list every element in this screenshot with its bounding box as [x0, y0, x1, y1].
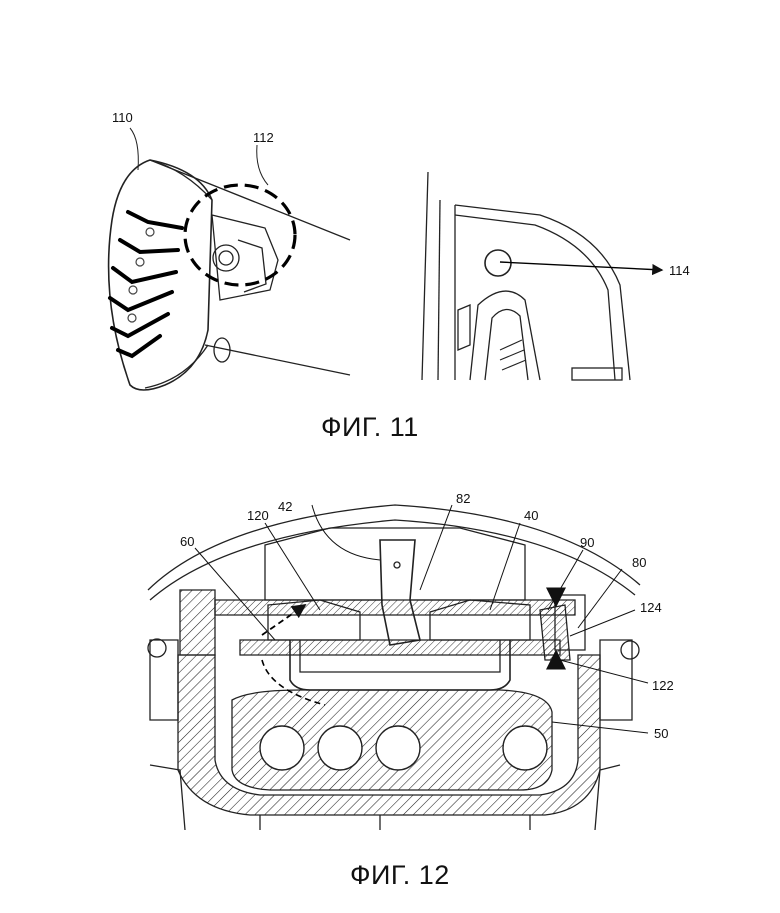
label-42: 42 — [278, 499, 292, 514]
filter-grille — [500, 340, 526, 370]
fig11-right-detail — [422, 172, 662, 380]
label-124: 124 — [640, 600, 662, 615]
figure-12-caption: ФИГ. 12 — [350, 860, 450, 891]
label-112: 112 — [253, 130, 274, 145]
label-90: 90 — [580, 535, 594, 550]
fig11-left-view — [109, 128, 350, 390]
fig12-cross-section — [148, 505, 640, 830]
label-122: 122 — [652, 678, 674, 693]
label-82: 82 — [456, 491, 470, 506]
detail-circle-112 — [185, 185, 295, 285]
label-60: 60 — [180, 534, 194, 549]
label-114: 114 — [669, 263, 690, 278]
label-40: 40 — [524, 508, 538, 523]
label-50: 50 — [654, 726, 668, 741]
label-120: 120 — [247, 508, 269, 523]
figure-11-caption: ФИГ. 11 — [321, 412, 419, 443]
label-80: 80 — [632, 555, 646, 570]
label-110: 110 — [112, 110, 133, 125]
